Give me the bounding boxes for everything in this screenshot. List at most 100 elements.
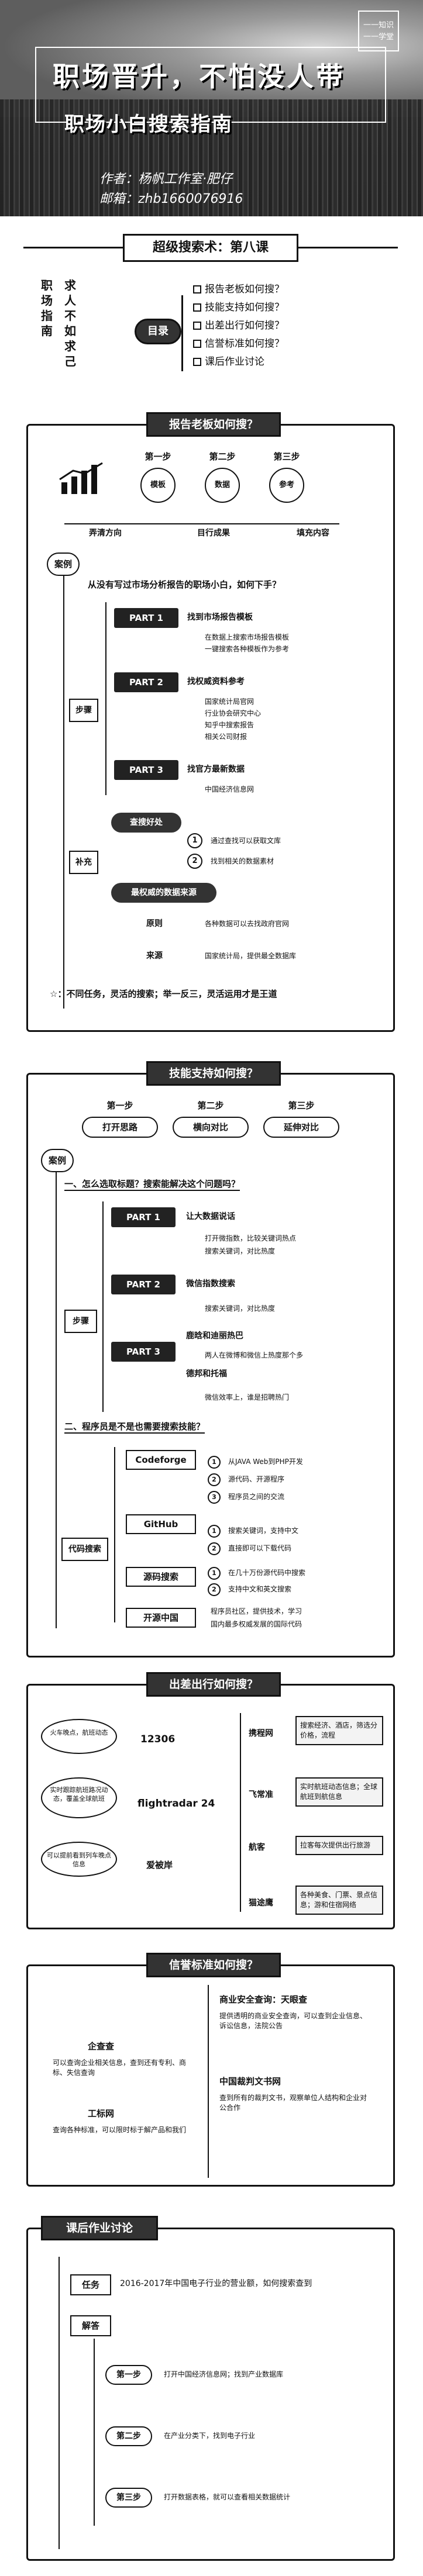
sec1-extra-title-2: 最权威的数据来源	[111, 883, 216, 903]
homework-step-1: 第一步	[105, 2365, 152, 2385]
side-subtitle-char: 如	[64, 324, 76, 338]
toc-item-4[interactable]: 信誉标准如何搜？	[193, 335, 284, 353]
toc-item-1[interactable]: 报告老板如何搜？	[193, 281, 284, 299]
sec1-part-2: PART 2	[114, 672, 178, 692]
section-credit-panel	[26, 1964, 395, 2187]
sec2-trunk	[56, 1172, 57, 1628]
sec2-step-1: 第一步	[106, 1100, 133, 1111]
sec2-part-3-sub-3: 微信效率上，谁是招聘热门	[205, 1393, 290, 1401]
tool-codeforge[interactable]: Codeforge	[126, 1450, 196, 1470]
sec2-code-branch	[114, 1447, 115, 1622]
travel-ctrip-note: 搜索经济、酒店，筛选分价格，流程	[295, 1716, 383, 1745]
hero-banner: 职场晋升，不怕没人带 职场小白搜索指南 作者：杨帆工作室·肥仔 邮箱：zhb16…	[0, 0, 423, 216]
chart-growth-icon	[59, 462, 103, 494]
tool-source-search[interactable]: 源码搜索	[126, 1567, 196, 1587]
toc-item-5[interactable]: 课后作业讨论	[193, 353, 284, 371]
checkbox-icon	[193, 303, 201, 312]
num-2-icon: 2	[208, 1473, 221, 1486]
sec2-pill-1: 打开思路	[82, 1117, 158, 1138]
sec2-part-3-sub-1: 两人在微博和微信上热度那个多	[205, 1351, 304, 1359]
homework-trunk	[59, 2257, 60, 2549]
sec1-question: 从没有写过市场分析报告的职场小白，如何下手？	[88, 579, 281, 590]
tool-github-item-1: 搜索关键词，支持中文	[228, 1527, 299, 1535]
credit-gongbiao-title: 工标网	[88, 2108, 115, 2119]
credit-gongbiao-text: 查询各种标准，可以限时标于解产品和我们	[53, 2126, 187, 2134]
sec1-case-label: 案例	[47, 553, 80, 576]
hero-contact: 邮箱：zhb1660076916	[99, 192, 243, 206]
hero-logo: 一一知识 一一学堂	[358, 11, 399, 51]
hero-subtitle: 职场小白搜索指南	[64, 113, 233, 136]
toc-label: 目录	[135, 319, 181, 344]
sec1-step-template: 模板	[140, 468, 176, 503]
toc-item-3[interactable]: 出差出行如何搜？	[193, 317, 284, 335]
sec1-extra-principle-text: 各种数据可以去找政府官网	[205, 920, 290, 928]
tool-github[interactable]: GitHub	[126, 1514, 196, 1534]
sec2-step-3: 第三步	[288, 1100, 315, 1111]
toc-bracket	[181, 295, 183, 371]
sec2-part-2: PART 2	[111, 1275, 176, 1294]
sec2-part-2-title: 微信指数搜索	[186, 1279, 235, 1289]
sec2-part-3-sub-2: 德邦和托福	[186, 1369, 227, 1379]
tool-oschina[interactable]: 开源中国	[126, 1608, 196, 1628]
num-2-icon: 2	[208, 1583, 221, 1596]
credit-divider	[208, 1985, 209, 2178]
tool-oschina-item-2: 国内最多权威发展的国际代码	[211, 1620, 302, 1628]
hero-author: 作者：杨帆工作室·肥仔	[99, 172, 232, 187]
credit-tianyancha-text: 提供透明的商业安全查询，可以查到企业信息、诉讼信息，法院公告	[219, 2012, 367, 2030]
section-skill-banner: 技能支持如何搜？	[146, 1061, 281, 1086]
travel-bracket	[240, 1713, 241, 1912]
section-homework-panel	[26, 2228, 395, 2561]
sec1-extra-item-2: 找到相关的数据素材	[211, 857, 274, 865]
side-subtitle-char: 求	[64, 278, 76, 292]
sec2-step-label: 步骤	[64, 1310, 97, 1333]
travel-tripadvisor-note: 各种美食、门票、景点信息；游和住宿网络	[295, 1886, 383, 1915]
homework-answer-branch	[94, 2339, 95, 2526]
banner-rule-right	[298, 247, 398, 248]
sec1-extra-label: 补充	[69, 851, 98, 874]
credit-qichacha-title: 企查查	[88, 2041, 115, 2052]
side-subtitle-char: 求	[64, 339, 76, 353]
credit-wenshu-text: 查到所有的裁判文书，观察单位人结构和企业对公合作	[219, 2094, 367, 2112]
sec1-step-branch	[105, 602, 106, 795]
homework-step-2: 第二步	[105, 2426, 152, 2446]
section-credit-banner: 信誉标准如何搜？	[146, 1953, 281, 1977]
toc-item-2[interactable]: 技能支持如何搜？	[193, 299, 284, 317]
sec2-part-3-title: 鹿晗和迪丽热巴	[186, 1331, 243, 1341]
checkbox-icon	[193, 340, 201, 348]
sec1-part-1-sub-1: 在数据上搜索市场报告模板	[205, 633, 290, 641]
num-3-icon: 3	[208, 1491, 221, 1504]
tool-source-item-2: 支持中文和英文搜索	[228, 1585, 292, 1593]
sec2-code-label: 代码搜索	[61, 1538, 108, 1561]
side-subtitle-char: 人	[64, 293, 76, 308]
section-report-panel	[26, 424, 395, 1032]
sec1-flow-3: 填充内容	[297, 529, 329, 538]
hero-city-image	[0, 99, 423, 216]
num-1-icon: 1	[208, 1567, 221, 1580]
homework-step-3-text: 打开数据表格，就可以查看相关数据统计	[164, 2493, 291, 2501]
section-report-banner: 报告老板如何搜？	[146, 412, 281, 437]
checkbox-icon	[193, 322, 201, 330]
sec1-part-1-title: 找到市场报告模板	[187, 613, 253, 622]
travel-ctrip: 携程网	[249, 1729, 273, 1738]
homework-task-text: 2016-2017年中国电子行业的营业额，如何搜索查到	[120, 2279, 312, 2288]
tool-codeforge-item-3: 程序员之间的交流	[228, 1493, 285, 1501]
sec2-pill-3: 延伸对比	[263, 1117, 339, 1138]
sec2-pill-2: 横向对比	[173, 1117, 249, 1138]
travel-variflight-note: 实时航班动态信息；全球航班到航信息	[295, 1777, 383, 1807]
tool-codeforge-item-2: 源代码、开源程序	[228, 1475, 285, 1483]
travel-hangke: 航客	[249, 1843, 265, 1852]
sec1-flow-line	[64, 523, 339, 524]
num-1-icon: 1	[208, 1456, 221, 1469]
sec2-step-2: 第二步	[197, 1100, 224, 1111]
credit-wenshu-title: 中国裁判文书网	[219, 2076, 281, 2087]
travel-flightradar: flightradar 24	[137, 1798, 215, 1810]
sec1-extra-principle: 原则	[146, 919, 163, 928]
sec1-step-3: 第三步	[273, 451, 300, 462]
sec2-part-1: PART 1	[111, 1207, 176, 1227]
sec1-flow-2: 目行成果	[197, 529, 230, 538]
num-1-icon: 1	[208, 1525, 221, 1538]
sec2-question-1: 一、怎么选取标题？搜索能解决这个问题吗？	[64, 1178, 240, 1191]
sec2-step-branch	[102, 1201, 104, 1412]
sec1-part-3-sub-1: 中国经济信息网	[205, 785, 255, 793]
sec1-extra-title-1: 查搜好处	[111, 813, 181, 833]
